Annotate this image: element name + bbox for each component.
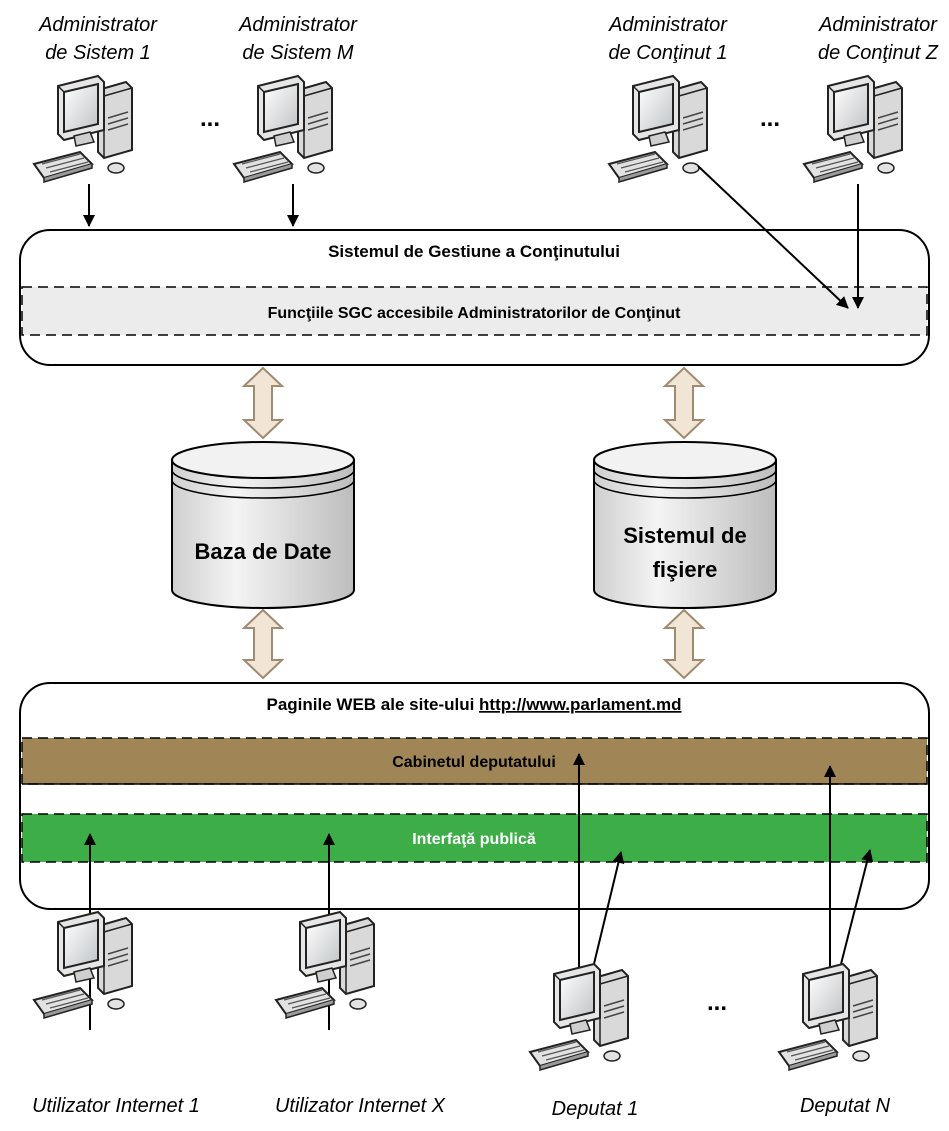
cms-subpanel-label: Funcţiile SGC accesibile Administratoril… <box>268 305 681 322</box>
cms-subpanel <box>21 286 928 336</box>
cms-box: Sistemul de Gestiune a Conţinutului Func… <box>19 229 930 366</box>
web-title: Paginile WEB ale site-ului http://www.pa… <box>267 695 682 714</box>
filesystem-label-line2: fişiere <box>653 557 718 582</box>
arrow-deputat-1-public <box>592 851 625 969</box>
ellipsis-bottom: ... <box>707 989 727 1016</box>
utilizator-internet-x: Utilizator Internet X <box>275 911 446 1117</box>
public-band-label: Interfaţă publică <box>412 831 536 848</box>
filesystem-cylinder: Sistemul de fişiere <box>593 441 777 609</box>
deputat-1: Deputat 1 <box>529 963 639 1120</box>
admin-continut-1: Administrator de Conţinut 1 <box>608 14 728 183</box>
cms-title: Sistemul de Gestiune a Conţinutului <box>328 242 620 261</box>
double-arrow-cms-db <box>241 366 285 440</box>
double-arrow-db-web <box>241 608 285 680</box>
admin-continut-z-line1: Administrator <box>818 14 938 36</box>
arrow-admin-continut-1 <box>697 165 849 309</box>
computer-icon <box>33 911 133 1019</box>
cabinet-band-label: Cabinetul deputatului <box>392 754 556 771</box>
deputat-n-label: Deputat N <box>800 1095 891 1117</box>
double-arrow-fs-web <box>662 608 706 680</box>
admin-sistem-1: Administrator de Sistem 1 <box>33 14 158 183</box>
admin-continut-1-line2: de Conţinut 1 <box>609 42 728 64</box>
filesystem-label-line1: Sistemul de <box>623 523 746 548</box>
double-arrow-cms-fs <box>662 366 706 440</box>
admin-sistem-m-line1: Administrator <box>238 14 358 36</box>
computer-icon <box>33 75 133 183</box>
arrow-deputat-n-public <box>839 849 874 969</box>
admin-sistem-m: Administrator de Sistem M <box>233 14 358 183</box>
web-title-url[interactable]: http://www.parlament.md <box>479 695 681 714</box>
web-pages-box: Paginile WEB ale site-ului http://www.pa… <box>19 682 930 910</box>
computer-icon <box>803 75 903 183</box>
utilizator-internet-1-label: Utilizator Internet 1 <box>32 1095 200 1117</box>
computer-icon <box>275 911 375 1019</box>
ellipsis-top-left: ... <box>200 105 220 132</box>
computer-icon <box>778 963 878 1071</box>
ellipsis-top-right: ... <box>760 105 780 132</box>
deputat-1-label: Deputat 1 <box>552 1098 639 1120</box>
database-cylinder: Baza de Date <box>171 441 355 609</box>
admin-sistem-m-line2: de Sistem M <box>242 42 353 64</box>
admin-sistem-1-line1: Administrator <box>38 14 158 36</box>
cabinet-band <box>21 737 928 785</box>
database-label: Baza de Date <box>195 539 332 564</box>
computer-icon <box>608 75 708 183</box>
admin-continut-1-line1: Administrator <box>608 14 728 36</box>
public-band <box>21 813 928 863</box>
computer-icon <box>233 75 333 183</box>
deputat-n: Deputat N <box>778 963 891 1117</box>
admin-continut-z: Administrator de Conţinut Z <box>803 14 939 183</box>
computer-icon <box>529 963 629 1071</box>
utilizator-internet-1: Utilizator Internet 1 <box>32 911 200 1117</box>
utilizator-internet-x-label: Utilizator Internet X <box>275 1095 446 1117</box>
admin-sistem-1-line2: de Sistem 1 <box>45 42 151 64</box>
admin-continut-z-line2: de Conţinut Z <box>818 42 939 64</box>
web-title-prefix: Paginile WEB ale site-ului <box>267 695 480 714</box>
